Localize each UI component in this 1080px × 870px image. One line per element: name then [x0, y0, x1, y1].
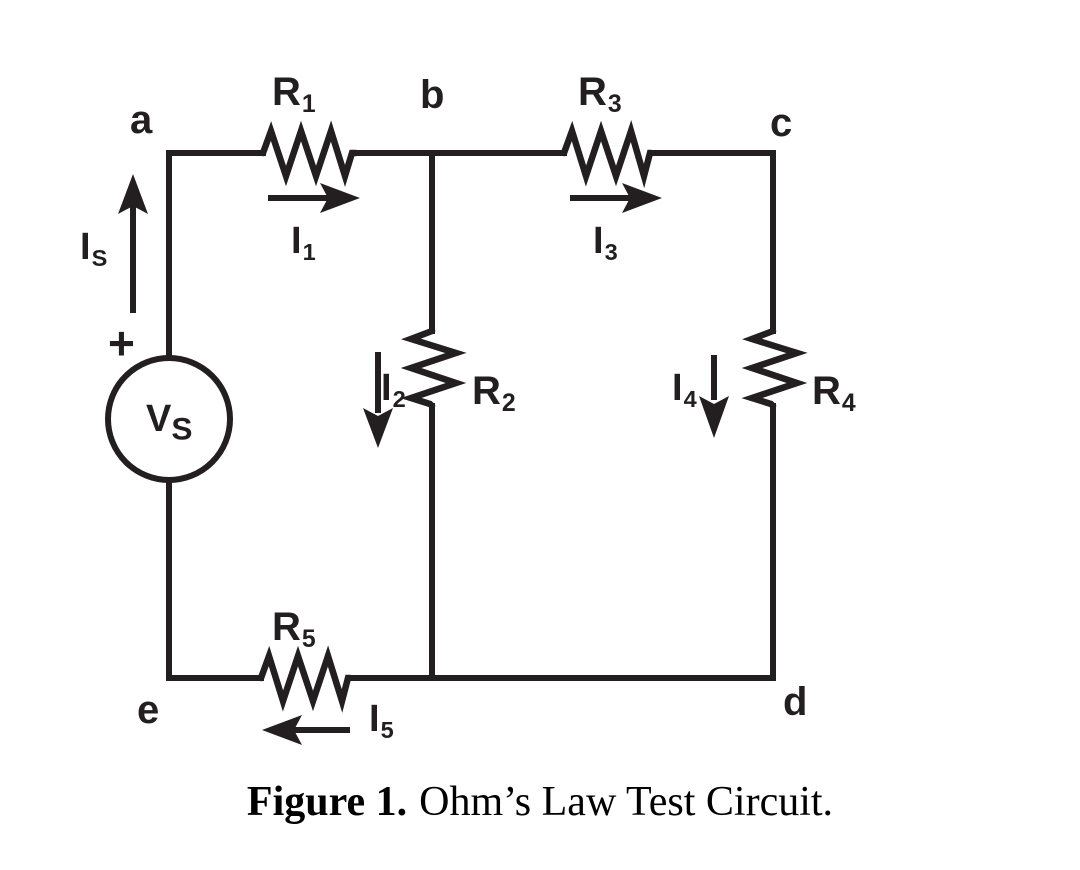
resistor-label-r2-sub: 2 — [501, 389, 516, 417]
current-arrow-i3-head — [622, 183, 662, 213]
resistor-label-r5: R5 — [272, 605, 316, 652]
current-label-i2-sub: 2 — [392, 385, 406, 412]
voltage-source-symbol — [105, 355, 233, 483]
current-label-i5-sub: 5 — [380, 716, 394, 743]
resistor-label-r1-sub: 1 — [301, 90, 316, 118]
current-arrow-i2-head — [363, 408, 393, 448]
resistor-label-r1: R1 — [272, 70, 316, 117]
current-arrow-i4-head — [699, 396, 729, 438]
resistor-label-r5-main: R — [272, 605, 301, 649]
current-label-is-sub: S — [91, 244, 108, 271]
current-label-i3-sub: 3 — [604, 238, 618, 265]
current-label-i2: I2 — [381, 367, 406, 410]
current-arrow-i1-head — [320, 183, 360, 213]
current-label-i5-main: I — [369, 698, 380, 740]
current-label-i3-main: I — [593, 220, 604, 262]
current-label-i1: I1 — [291, 220, 316, 263]
node-label-a: a — [130, 98, 153, 142]
current-label-is: IS — [80, 226, 107, 269]
voltage-source-label-sub: S — [171, 410, 193, 447]
current-arrow-is-head — [118, 174, 148, 214]
resistor-label-r3: R3 — [578, 70, 622, 117]
resistor-label-r5-sub: 5 — [301, 625, 316, 653]
current-arrow-i5-head — [262, 715, 302, 745]
resistor-label-r3-main: R — [578, 70, 607, 114]
figure-caption-title: Ohm’s Law Test Circuit. — [419, 779, 834, 825]
resistor-r3-symbol — [560, 120, 655, 189]
resistor-label-r4-sub: 4 — [841, 389, 856, 417]
figure-caption: Figure 1.Ohm’s Law Test Circuit. — [0, 778, 1080, 826]
resistor-r4-symbol — [741, 327, 808, 410]
current-label-is-main: I — [80, 226, 91, 268]
voltage-source-label: VS — [146, 400, 192, 445]
current-label-i4-main: I — [672, 367, 683, 409]
resistor-label-r2-main: R — [472, 369, 501, 413]
node-label-c: c — [770, 101, 793, 145]
resistor-label-r2: R2 — [472, 369, 516, 416]
resistor-label-r4-main: R — [812, 369, 841, 413]
current-label-i1-sub: 1 — [302, 238, 316, 265]
resistor-label-r4: R4 — [812, 369, 856, 416]
current-label-i5: I5 — [369, 698, 394, 741]
node-label-e: e — [137, 688, 160, 732]
current-label-i1-main: I — [291, 220, 302, 262]
figure-caption-number: Figure 1. — [246, 779, 408, 825]
current-label-i3: I3 — [593, 220, 618, 263]
resistor-r2-symbol — [400, 327, 467, 410]
resistor-label-r3-sub: 3 — [607, 90, 622, 118]
node-label-b: b — [420, 73, 445, 117]
resistor-r1-symbol — [259, 120, 360, 188]
voltage-source-label-main: V — [146, 398, 172, 440]
current-label-i4: I4 — [672, 367, 697, 410]
node-label-d: d — [783, 680, 808, 724]
current-label-i2-main: I — [381, 367, 392, 409]
resistor-label-r1-main: R — [272, 70, 301, 114]
polarity-plus-marker: + — [108, 317, 135, 369]
resistor-r5-symbol — [257, 645, 354, 713]
current-label-i4-sub: 4 — [683, 385, 697, 412]
